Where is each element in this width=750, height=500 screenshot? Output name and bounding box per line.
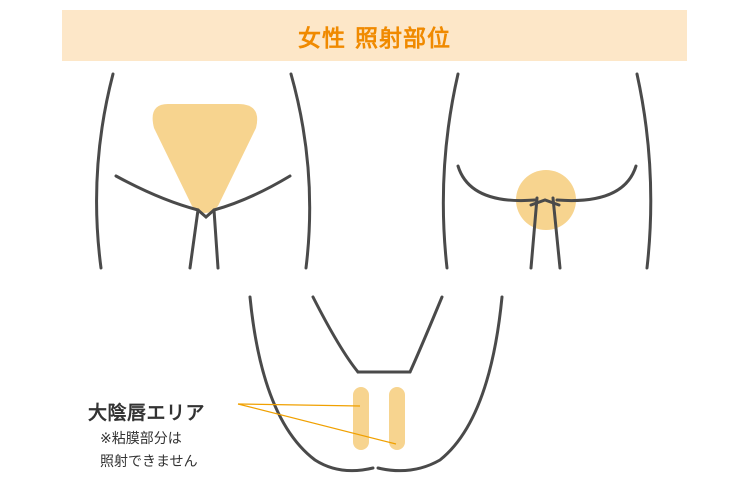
front-highlight-area: [152, 104, 258, 213]
back-view: [441, 72, 653, 270]
back-right-leg: [551, 196, 562, 270]
bottom-view: [248, 295, 504, 473]
front-right-crease: [212, 174, 292, 212]
right-labia-area: [389, 387, 405, 450]
back-buttock-curve: [456, 164, 537, 203]
back-center: [529, 198, 561, 207]
bottom-left-outline: [248, 295, 375, 473]
note-line-1: ※粘膜部分は: [100, 431, 182, 447]
bottom-inner-left: [311, 295, 360, 374]
pointer-line-lower: [237, 403, 397, 445]
front-left-crease: [114, 174, 200, 212]
back-left-leg: [529, 196, 539, 270]
page-title: 女性 照射部位: [297, 25, 451, 52]
back-buttock-curve-right: [555, 164, 638, 203]
front-view: [95, 72, 312, 270]
pointer-line-upper: [237, 403, 361, 407]
pointer-lines: [237, 403, 397, 445]
bottom-inner-right: [408, 295, 444, 374]
back-left-outline: [441, 72, 460, 270]
area-label: 大陰唇エリア: [88, 402, 206, 424]
front-center: [196, 208, 216, 219]
title-banner: 女性 照射部位: [62, 10, 687, 61]
front-left-outline: [95, 72, 115, 270]
front-right-outline: [289, 72, 312, 270]
back-right-outline: [635, 72, 653, 270]
front-right-leg: [212, 208, 220, 270]
bottom-right-outline: [376, 295, 504, 473]
front-left-leg: [188, 208, 200, 270]
left-labia-area: [353, 387, 369, 450]
note-line-2: 照射できません: [100, 454, 198, 470]
